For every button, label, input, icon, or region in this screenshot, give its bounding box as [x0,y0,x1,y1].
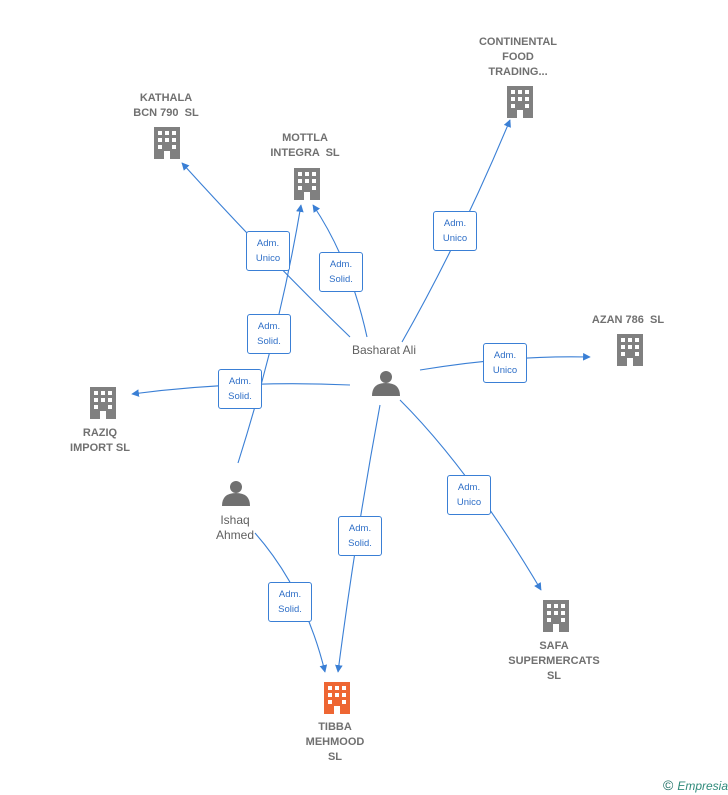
edge-label-basharat-azan[interactable]: Adm. Unico [483,343,527,383]
continental-building-icon[interactable] [507,86,533,118]
ishaq-person-icon[interactable] [222,481,250,506]
edge-label-ishaq-tibba[interactable]: Adm. Solid. [268,582,312,622]
node-label-tibba[interactable]: TIBBA MEHMOOD SL [305,721,365,763]
node-label-safa[interactable]: SAFA SUPERMERCATS SL [508,640,600,682]
person-label-basharat[interactable]: Basharat Ali [351,343,417,357]
tibba-building-icon[interactable] [324,682,350,714]
node-label-mottla[interactable]: MOTTLA INTEGRA SL [270,132,340,159]
edge-label-basharat-continental[interactable]: Adm. Unico [433,211,477,251]
kathala-building-icon[interactable] [154,127,180,159]
edge-label-ishaq-mottla[interactable]: Adm. Solid. [247,314,291,354]
mottla-building-icon[interactable] [294,168,320,200]
empresia-credit[interactable]: ©Empresia [663,777,728,793]
node-label-continental[interactable]: CONTINENTAL FOOD TRADING... [478,36,558,78]
node-label-kathala[interactable]: KATHALA BCN 790 SL [133,92,199,119]
azan-building-icon[interactable] [617,334,643,366]
empresia-logo: Empresia [677,779,728,793]
safa-building-icon[interactable] [543,600,569,632]
edge-label-basharat-kathala[interactable]: Adm. Unico [246,231,290,271]
copyright-icon: © [662,777,674,793]
edge-label-basharat-tibba[interactable]: Adm. Solid. [338,516,382,556]
basharat-person-icon[interactable] [372,371,400,396]
node-label-raziq[interactable]: RAZIQ IMPORT SL [70,427,130,454]
raziq-building-icon[interactable] [90,387,116,419]
person-label-ishaq[interactable]: Ishaq Ahmed [215,513,255,542]
edge-label-basharat-safa[interactable]: Adm. Unico [447,475,491,515]
edge-label-basharat-raziq[interactable]: Adm. Solid. [218,369,262,409]
node-label-azan[interactable]: AZAN 786 SL [591,314,665,326]
edge-label-basharat-mottla[interactable]: Adm. Solid. [319,252,363,292]
